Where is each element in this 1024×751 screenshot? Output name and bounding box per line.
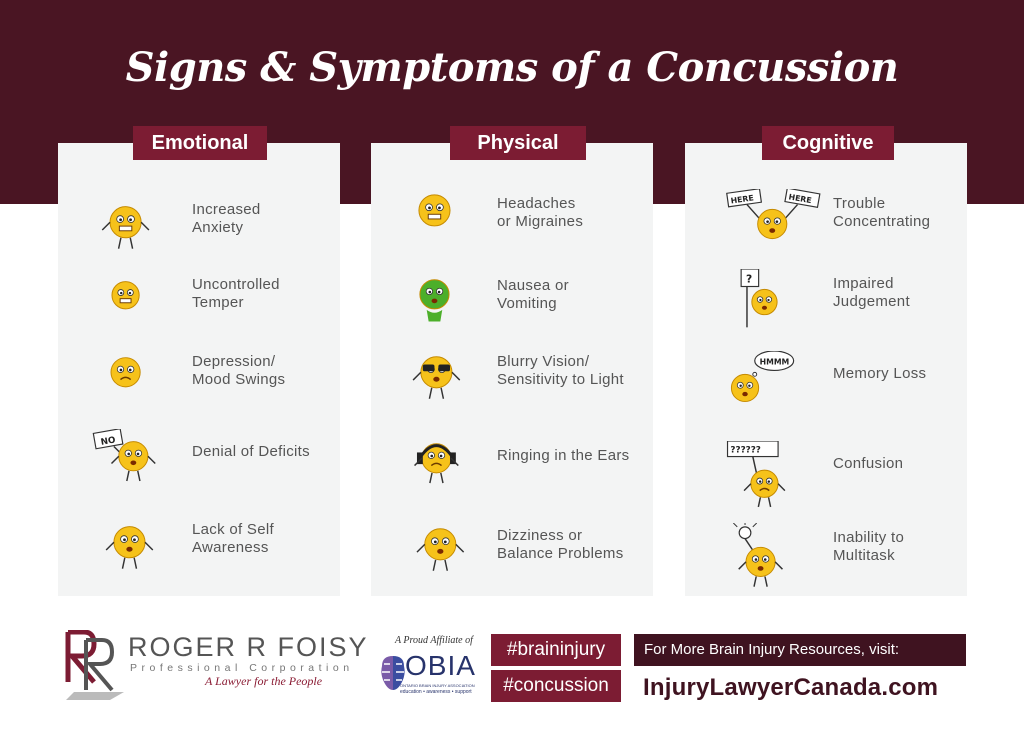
obia-full-name: ONTARIO BRAIN INJURY ASSOCIATION: [400, 683, 475, 688]
svg-text:HERE: HERE: [730, 193, 754, 205]
symptom-label-line: Trouble: [833, 195, 886, 212]
svg-text:NO: NO: [100, 435, 116, 447]
obia-motto: education • awareness • support: [400, 689, 472, 695]
symptom-label-line: Anxiety: [192, 219, 244, 236]
hashtag-braininjury[interactable]: #braininjury: [491, 634, 621, 666]
nausea-emoji-icon: [419, 279, 450, 322]
rrf-logo-icon: [65, 630, 124, 700]
question-sign-emoji-icon: ?: [740, 269, 778, 328]
symptom-item: NO Denial of Deficits: [58, 429, 340, 515]
symptom-label-line: Ringing in the Ears: [497, 447, 630, 464]
symptom-label-line: Headaches: [497, 195, 576, 212]
symptom-label-line: Multitask: [833, 547, 895, 564]
symptom-item: HMMM Memory Loss: [685, 351, 967, 437]
symptom-label-line: Dizziness or: [497, 527, 583, 544]
question-marks-sign-emoji-icon: ??????: [726, 441, 786, 508]
headphones-emoji-icon: [414, 443, 459, 484]
symptom-label-line: Concentrating: [833, 213, 931, 230]
symptom-label-line: Mood Swings: [192, 371, 286, 388]
svg-text:HMMM: HMMM: [760, 358, 790, 367]
rrf-tagline: A Lawyer for the People: [205, 674, 323, 688]
symptom-item: Ringing in the Ears: [371, 439, 653, 519]
symptom-label-line: Confusion: [833, 455, 904, 472]
anxious-emoji-icon: [101, 206, 150, 249]
symptom-label-line: Temper: [192, 294, 244, 311]
symptom-label-line: Lack of Self: [192, 521, 274, 538]
brain-logo-icon: [381, 656, 405, 690]
symptom-label-line: Balance Problems: [497, 545, 624, 562]
lightbulb-emoji-icon: [733, 523, 783, 587]
svg-text:?: ?: [746, 273, 752, 286]
symptom-label: Denial of Deficits: [192, 443, 362, 461]
symptom-label-line: Memory Loss: [833, 365, 927, 382]
header-emotional: Emotional: [133, 126, 267, 160]
symptom-label-line: Depression/: [192, 353, 276, 370]
symptom-label-line: Sensitivity to Light: [497, 371, 624, 388]
symptom-label-line: Increased: [192, 201, 261, 218]
svg-text:HERE: HERE: [788, 192, 812, 205]
dizzy-emoji-icon: [416, 528, 465, 571]
dazed-emoji-icon: [105, 526, 154, 569]
symptom-label: Confusion: [833, 455, 1003, 473]
page-title: Signs & Symptoms of a Concussion: [125, 44, 899, 91]
symptom-label: Ringing in the Ears: [497, 447, 667, 465]
thinking-emoji-icon: HMMM: [730, 351, 795, 403]
symptom-label: Depression/Mood Swings: [192, 353, 362, 389]
two-signs-emoji-icon: HERE HERE: [726, 189, 821, 240]
symptom-label-line: Nausea or: [497, 277, 569, 294]
symptom-item: Depression/Mood Swings: [58, 353, 340, 433]
symptom-label-line: Vomiting: [497, 295, 557, 312]
symptom-label-line: Uncontrolled: [192, 276, 280, 293]
symptom-label-line: Denial of Deficits: [192, 443, 310, 460]
header-cognitive: Cognitive: [762, 126, 894, 160]
symptom-label-line: Inability to: [833, 529, 905, 546]
symptom-label: Memory Loss: [833, 365, 1003, 383]
symptom-label: Blurry Vision/Sensitivity to Light: [497, 353, 667, 389]
symptom-label-line: Impaired: [833, 275, 894, 292]
symptom-label-line: Judgement: [833, 293, 910, 310]
rrf-subtitle: Professional Corporation: [130, 662, 354, 674]
angry-emoji-icon: [111, 281, 140, 310]
headache-emoji-icon: [418, 194, 451, 227]
symptom-item: ?????? Confusion: [685, 441, 967, 527]
website-link[interactable]: InjuryLawyerCanada.com: [643, 674, 939, 701]
symptom-item: Blurry Vision/Sensitivity to Light: [371, 353, 653, 433]
sunglasses-emoji-icon: [412, 356, 461, 399]
svg-text:??????: ??????: [730, 446, 760, 456]
hashtag-concussion[interactable]: #concussion: [491, 670, 621, 702]
resources-banner: For More Brain Injury Resources, visit:: [634, 634, 966, 666]
header-physical: Physical: [450, 126, 586, 160]
no-sign-emoji-icon: NO: [92, 429, 156, 482]
symptom-label-line: Awareness: [192, 539, 269, 556]
rrf-name: ROGER R FOISY: [128, 632, 369, 662]
obia-affiliate-text: A Proud Affiliate of: [395, 635, 473, 646]
symptom-label-line: or Migraines: [497, 213, 584, 230]
obia-name: OBIA: [405, 650, 476, 681]
symptom-label-line: Blurry Vision/: [497, 353, 590, 370]
sad-emoji-icon: [110, 357, 141, 388]
